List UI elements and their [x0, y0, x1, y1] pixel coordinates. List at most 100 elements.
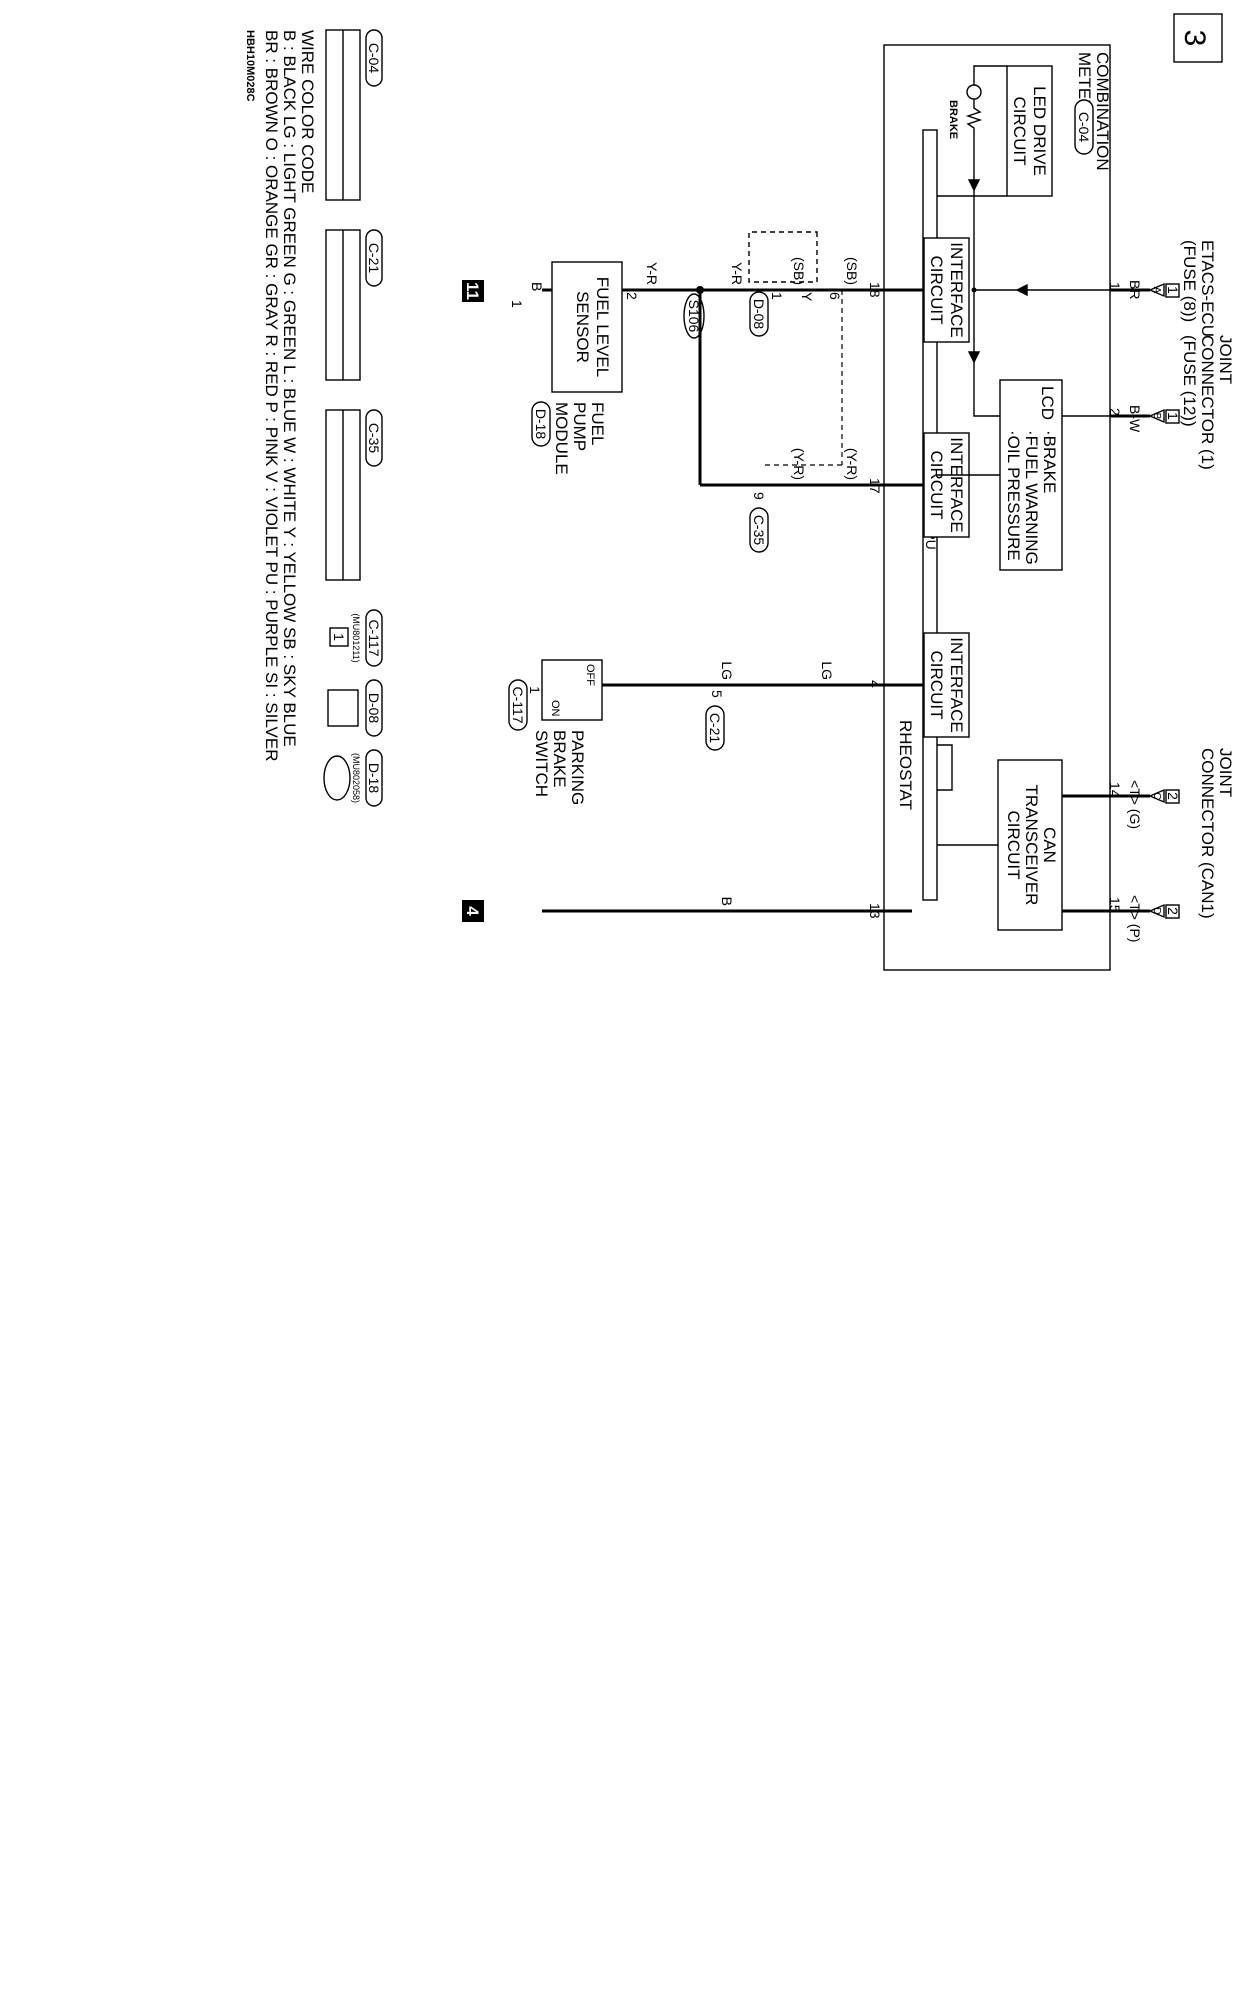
- svg-text:C-21: C-21: [366, 243, 382, 274]
- svg-text:D: D: [1151, 907, 1162, 914]
- joint-can-label-1: JOINT: [1216, 748, 1235, 797]
- d08-terminal-1: 1: [769, 292, 785, 300]
- wire-color-b: B: [719, 897, 735, 906]
- fuel-module-label-2: PUMP: [570, 402, 589, 451]
- svg-text:B: B: [1151, 413, 1162, 420]
- lcd-item-oil-pressure: ·OIL PRESSURE: [1004, 430, 1023, 561]
- legend-row-1: B : BLACK LG : LIGHT GREEN G : GREEN L :…: [280, 30, 299, 747]
- fuel-module-conn-badge: [531, 401, 551, 447]
- joint1-label-3: (FUSE (12)): [1180, 335, 1199, 427]
- rheostat-symbol: [937, 744, 953, 791]
- lcd-item-fuel-warning: ·FUEL WARNING: [1022, 430, 1041, 565]
- joint1-label-2: CONNECTOR (1): [1198, 335, 1217, 470]
- terminal-14: 14: [1107, 782, 1123, 798]
- etacs-fuse-label: (FUSE (8)): [1180, 240, 1199, 322]
- legend-row-2: BR : BROWN O : ORANGE GR : GRAY R : RED …: [262, 30, 281, 762]
- svg-text:D-18: D-18: [533, 409, 549, 440]
- wire-color-yr-paren-1: (Y-R): [844, 448, 860, 480]
- diagram-code: HBH10M028C: [244, 30, 256, 102]
- wiring-diagram: 3 ETACS-ECU (FUSE (8)) JOINT CONNECTOR (…: [244, 13, 1235, 971]
- fuel-level-sensor-box: [551, 261, 623, 393]
- fuel-sensor-label-1: FUEL LEVEL: [593, 277, 612, 377]
- wire-color-b-fuel: B: [529, 282, 545, 291]
- svg-text:1: 1: [1165, 412, 1181, 420]
- legend-title: WIRE COLOR CODE: [298, 30, 317, 193]
- fuel-sensor-terminal-1: 1: [509, 300, 525, 308]
- c21-terminal-5: 5: [709, 690, 725, 698]
- etacs-connector-flag: 1 A: [1148, 282, 1181, 298]
- pb-label-2: BRAKE: [550, 730, 569, 788]
- svg-text:C: C: [1151, 792, 1162, 799]
- pb-conn-badge: [508, 679, 528, 731]
- etacs-label: ETACS-ECU: [1198, 240, 1217, 337]
- svg-text:C-35: C-35: [751, 515, 767, 546]
- svg-text:C-21: C-21: [707, 713, 723, 744]
- svg-text:S106: S106: [686, 300, 702, 333]
- joint1-connector-flag: 1 B: [1148, 408, 1181, 424]
- wire-color-sb-2: (SB): [791, 257, 807, 285]
- svg-text:2: 2: [1165, 907, 1181, 915]
- pb-off: OFF: [584, 664, 596, 686]
- wire-color-lg-2: LG: [719, 661, 735, 680]
- page-number: 3: [1178, 30, 1211, 47]
- c35-terminal-9: 9: [751, 492, 767, 500]
- svg-text:D-18: D-18: [366, 763, 382, 794]
- svg-text:C-117: C-117: [510, 686, 526, 723]
- lcd-item-brake: ·BRAKE: [1040, 430, 1059, 493]
- wire-color-yr-2: Y-R: [644, 262, 660, 285]
- ref-box-11: [462, 280, 484, 302]
- svg-text:CAN: CAN: [1040, 827, 1059, 863]
- pb-label-1: PARKING: [568, 730, 587, 805]
- meter-connector-badge: [1074, 99, 1094, 155]
- c35-badge: [749, 507, 769, 553]
- pb-on: ON: [549, 700, 561, 717]
- wire-color-sb-1: (SB): [844, 257, 860, 285]
- terminal-15: 15: [1107, 897, 1123, 913]
- svg-text:C-04: C-04: [366, 43, 382, 74]
- svg-text:1: 1: [331, 633, 347, 641]
- svg-text:D-08: D-08: [366, 693, 382, 724]
- c21-badge: [705, 705, 725, 751]
- connector-view-d18: D-18 (MU802058): [323, 749, 383, 807]
- meter-name-2: METER: [1075, 52, 1094, 112]
- svg-text:A: A: [1151, 287, 1162, 294]
- terminal-2: 2: [1107, 408, 1123, 416]
- joint-can-label-2: CONNECTOR (CAN1): [1198, 748, 1217, 919]
- wire-color-yr-paren-2: (Y-R): [791, 448, 807, 480]
- svg-text:(MU801211): (MU801211): [351, 613, 361, 662]
- rheostat-label: RHEOSTAT: [896, 720, 915, 810]
- lcd-label: LCD: [1038, 386, 1057, 420]
- pb-label-3: SWITCH: [532, 730, 551, 797]
- svg-text:CIRCUIT: CIRCUIT: [1004, 811, 1023, 880]
- svg-text:2: 2: [1165, 792, 1181, 800]
- wire-color-can-g: <T> (G): [1127, 780, 1143, 829]
- meter-name-1: COMBINATION: [1093, 52, 1112, 171]
- svg-text:CIRCUIT: CIRCUIT: [927, 451, 946, 520]
- wire-color-y: Y: [799, 292, 815, 302]
- connector-view-c117: C-117 (MU801211) 1: [329, 609, 383, 667]
- fuel-sensor-label-2: SENSOR: [573, 291, 592, 363]
- svg-text:CIRCUIT: CIRCUIT: [927, 256, 946, 325]
- fuel-module-label-3: MODULE: [552, 402, 571, 475]
- svg-text:CIRCUIT: CIRCUIT: [927, 651, 946, 720]
- led-resistor: [965, 99, 983, 150]
- svg-text:4: 4: [463, 906, 482, 916]
- svg-text:INTERFACE: INTERFACE: [947, 242, 966, 337]
- svg-text:C-117: C-117: [366, 619, 382, 656]
- wire-color-bw: B-W: [1127, 405, 1143, 433]
- svg-text:D-08: D-08: [751, 299, 767, 330]
- brake-led-label: BRAKE: [947, 100, 959, 139]
- svg-text:1: 1: [1165, 286, 1181, 294]
- svg-text:INTERFACE: INTERFACE: [947, 637, 966, 732]
- svg-text:TRANSCEIVER: TRANSCEIVER: [1022, 785, 1041, 906]
- can-connector-flag-g: 2 C: [1148, 788, 1181, 804]
- pb-terminal-1: 1: [527, 686, 543, 694]
- fuel-module-label-1: FUEL: [588, 402, 607, 445]
- wire-color-yr-1: Y-R: [729, 262, 745, 285]
- svg-text:(MU802058): (MU802058): [351, 753, 361, 803]
- led-drive-circuit-box: [1006, 65, 1053, 197]
- connector-view-c21: C-21: [325, 229, 383, 381]
- meter-connector: C-04: [1076, 112, 1092, 143]
- parking-brake-switch-box: [541, 659, 603, 721]
- fuel-sensor-terminal-2: 2: [624, 292, 640, 300]
